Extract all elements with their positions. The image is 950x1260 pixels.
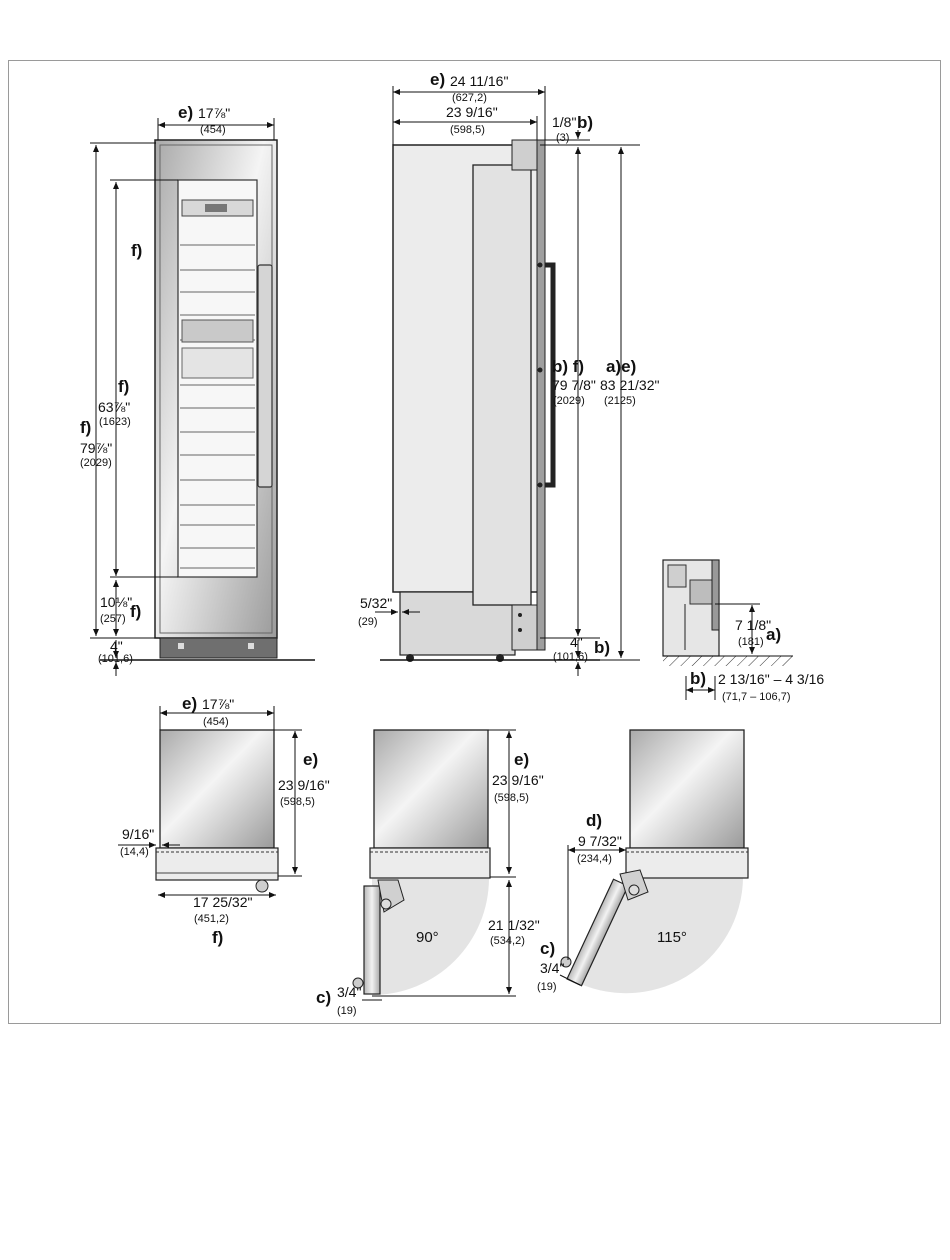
side-base-in: 4" [570, 634, 583, 650]
plan-115-angle: 115° [657, 929, 687, 946]
front-width-mm: (454) [200, 124, 226, 136]
side-topgap-mm: (3) [556, 132, 569, 144]
front-lower-letter: f) [130, 602, 141, 621]
front-total-mm: (2029) [80, 457, 112, 469]
plan-closed-width-letter: e) [182, 694, 197, 713]
plan-115-door-in: 3/4" [540, 960, 564, 976]
plan-closed-inner-mm: (451,2) [194, 913, 229, 925]
front-lower-mm: (257) [100, 613, 126, 625]
plan-115-door-letter: c) [540, 939, 555, 958]
front-width-letter: e) [178, 103, 193, 122]
front-total-in: 79⅞" [80, 440, 112, 456]
detail-height-mm: (181) [738, 636, 764, 648]
detail-height-letter: a) [766, 625, 781, 644]
side-base-letter: b) [594, 638, 610, 657]
plan-90-door-in: 3/4" [337, 984, 361, 1000]
side-height-a-in: 79 7/8" [552, 377, 596, 393]
side-recess-mm: (29) [358, 616, 378, 628]
detail-view [662, 559, 793, 666]
plan-115-door-mm: (19) [537, 981, 557, 993]
detail-height-in: 7 1/8" [735, 617, 771, 633]
side-height-b-in: 83 21/32" [600, 377, 659, 393]
detail-depth-in: 2 13/16" – 4 3/16 [718, 671, 824, 687]
plan-115-offset-mm: (234,4) [577, 853, 612, 865]
side-height-b-letter: a)e) [606, 357, 636, 376]
side-cabinet-mm: (598,5) [450, 124, 485, 136]
detail-depth-letter: b) [690, 669, 706, 688]
side-base-mm: (101,6) [553, 651, 588, 663]
side-topgap-letter: b) [577, 113, 593, 132]
plan-90-depth-letter: e) [514, 750, 529, 769]
plan-90-angle: 90° [416, 929, 439, 946]
front-base-in: 4" [110, 638, 123, 654]
plan-115-view [560, 729, 749, 994]
front-total-letter: f) [80, 418, 91, 437]
side-height-a-mm: (2029) [553, 395, 585, 407]
side-view [392, 139, 556, 662]
side-recess-in: 5/32" [360, 595, 392, 611]
side-cabinet-in: 23 9/16" [446, 104, 498, 120]
front-mid-in: 63⅞" [98, 399, 130, 415]
plan-closed-view [155, 729, 279, 893]
side-height-b-mm: (2125) [604, 395, 636, 407]
side-outer-letter: e) [430, 70, 445, 89]
plan-115-offset-in: 9 7/32" [578, 833, 622, 849]
front-shelves [180, 244, 255, 569]
plan-closed-depth-in: 23 9/16" [278, 777, 330, 793]
plan-90-door-letter: c) [316, 988, 331, 1007]
plan-90-door-mm: (19) [337, 1005, 357, 1017]
diagram-frame [8, 60, 941, 1024]
plan-90-depth-mm: (598,5) [494, 792, 529, 804]
side-outer-in: 24 11/16" [450, 73, 508, 89]
front-mid-mm: (1623) [99, 416, 131, 428]
plan-closed-offset-mm: (14,4) [120, 846, 149, 858]
front-lower-in: 10⅛" [100, 594, 132, 610]
front-upper-letter: f) [131, 241, 142, 260]
front-mid-letter: f) [118, 377, 129, 396]
side-height-a-letter: b) f) [552, 357, 584, 376]
plan-115-offset-letter: d) [586, 811, 602, 830]
plan-closed-inner-in: 17 25/32" [193, 894, 252, 910]
front-base-mm: (101,6) [98, 653, 133, 665]
plan-closed-inner-letter: f) [212, 928, 223, 947]
plan-closed-depth-letter: e) [303, 750, 318, 769]
detail-depth-mm: (71,7 – 106,7) [722, 691, 791, 703]
plan-90-swing-in: 21 1/32" [488, 917, 540, 933]
plan-closed-offset-in: 9/16" [122, 826, 154, 842]
front-view [154, 139, 278, 659]
front-width-in: 17⅞" [198, 105, 230, 121]
side-outer-mm: (627,2) [452, 92, 487, 104]
plan-90-depth-in: 23 9/16" [492, 772, 544, 788]
side-topgap-in: 1/8" [552, 114, 576, 130]
plan-90-view [352, 729, 491, 995]
plan-closed-width-in: 17⅞" [202, 696, 234, 712]
plan-closed-width-mm: (454) [203, 716, 229, 728]
plan-closed-depth-mm: (598,5) [280, 796, 315, 808]
plan-90-swing-mm: (534,2) [490, 935, 525, 947]
